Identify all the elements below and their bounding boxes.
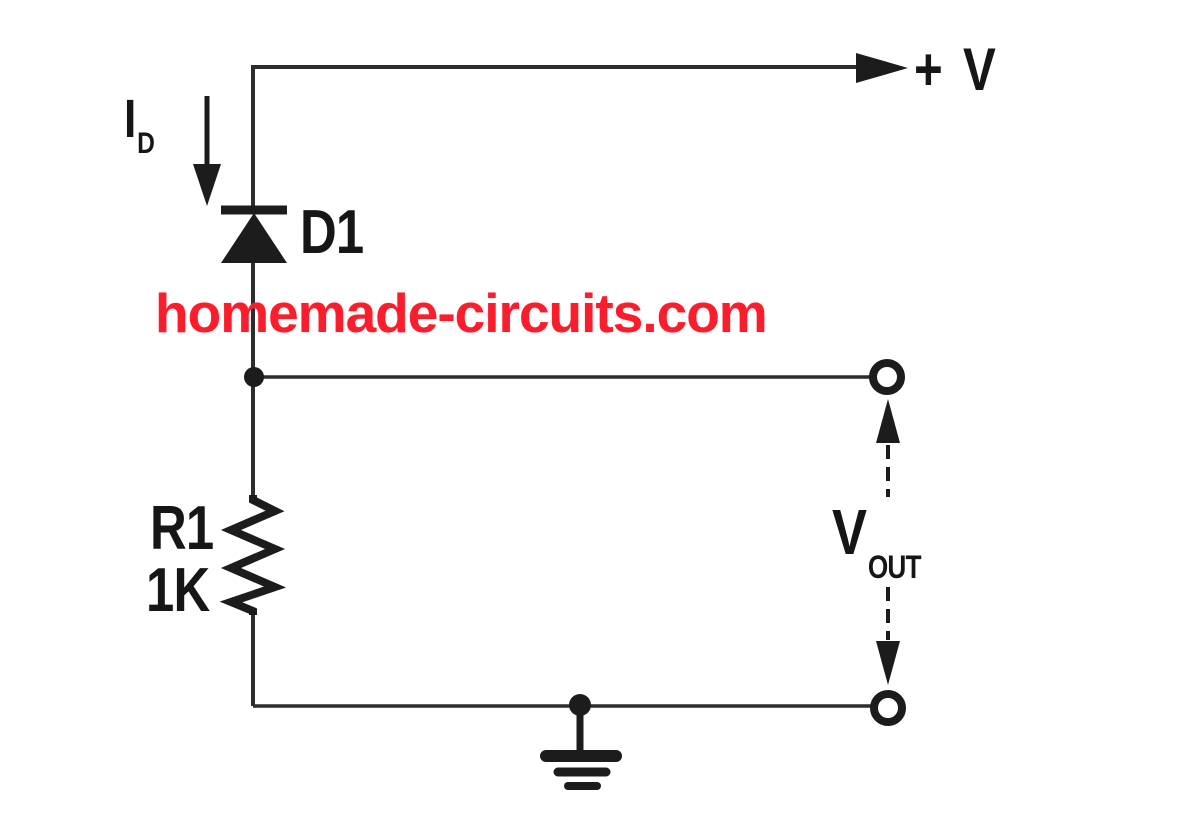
output-voltage-subscript: OUT <box>867 549 922 585</box>
vout-arrow-up-icon <box>876 399 900 497</box>
resistor-value-label: 1K <box>146 556 210 625</box>
supply-rail-label: + V <box>914 36 1000 103</box>
vout-arrow-down-icon <box>876 587 900 685</box>
diode-current-subscript: D <box>137 127 155 160</box>
supply-arrowhead-icon <box>856 53 908 83</box>
diode-current-arrow-icon <box>193 96 221 206</box>
top-rail-wire <box>251 65 858 207</box>
output-voltage-main: V <box>832 496 867 568</box>
ground-symbol <box>540 701 622 790</box>
diode-ref-label: D1 <box>300 198 364 267</box>
diode-symbol <box>221 205 287 263</box>
diode-current-label: ID <box>124 89 155 159</box>
output-voltage-label: VOUT <box>832 500 922 583</box>
diode-current-main: I <box>124 89 136 149</box>
junction-dot-output <box>244 367 264 387</box>
resistor-ref-label: R1 <box>150 494 214 563</box>
watermark-text: homemade-circuits.com <box>155 282 768 344</box>
terminal-top <box>869 359 905 395</box>
resistor-symbol <box>219 495 287 615</box>
terminal-bottom <box>870 690 906 726</box>
